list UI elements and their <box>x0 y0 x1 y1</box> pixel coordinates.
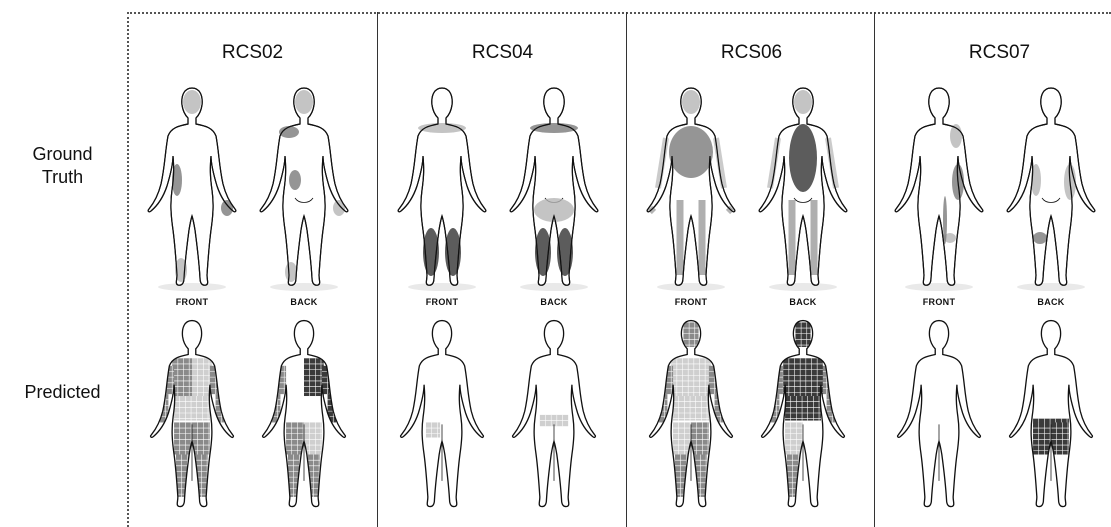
row-label-ground-truth-line2: Truth <box>0 166 125 189</box>
pred-RCS06-front-region-head <box>683 322 698 347</box>
pred-RCS02-front-region-left-thigh <box>192 422 210 454</box>
view-label-front: FRONT <box>387 297 497 307</box>
gt-RCS02-back-mark-lower-back <box>289 170 301 190</box>
gt-RCS02-back-shadow <box>270 283 338 291</box>
gt-RCS02-front-body <box>148 88 236 285</box>
pred-figure-back <box>499 313 609 513</box>
gt-RCS04-front-body <box>398 88 486 285</box>
gt-figure-back <box>748 80 858 292</box>
pred-RCS06-front-region-right-thigh <box>673 422 691 454</box>
pred-RCS06-back-region-head <box>795 322 810 347</box>
gt-RCS06-front-shadow <box>657 283 725 291</box>
panel-title: RCS02 <box>129 42 376 64</box>
panel-separator-1 <box>377 12 378 527</box>
panel-title: RCS04 <box>379 42 626 64</box>
view-label-back: BACK <box>499 297 609 307</box>
panel-title: RCS07 <box>876 42 1111 64</box>
gt-figure-front <box>387 80 497 292</box>
gt-RCS07-front-mark-left-thigh-line <box>943 196 947 244</box>
gt-figure-back <box>499 80 609 292</box>
pred-RCS06-front-region-abdomen <box>673 396 709 421</box>
view-label-front: FRONT <box>884 297 994 307</box>
row-label-ground-truth-line1: Ground <box>0 143 125 166</box>
gt-RCS07-back-shadow <box>1017 283 1085 291</box>
pred-RCS02-front-region-right-thigh <box>174 422 192 454</box>
pred-figure-back <box>748 313 858 513</box>
pred-RCS02-back-region-right-thigh <box>286 422 304 454</box>
pred-figure-back <box>249 313 359 513</box>
gt-RCS02-front-shadow <box>158 283 226 291</box>
row-label-predicted: Predicted <box>0 381 125 404</box>
panel-title: RCS06 <box>628 42 875 64</box>
gt-RCS02-back-mark-right-calf <box>285 262 297 282</box>
pred-RCS07-back-region-right-thigh <box>1033 422 1051 454</box>
gt-RCS06-back-mark-head <box>794 90 812 114</box>
gt-RCS07-front-body <box>895 88 983 285</box>
view-label-back: BACK <box>748 297 858 307</box>
pred-figure-front <box>137 313 247 513</box>
gt-RCS02-back-body <box>260 88 348 285</box>
row-label-ground-truth: Ground Truth <box>0 143 125 189</box>
pred-RCS06-front-region-left-thigh <box>691 422 709 454</box>
pred-RCS02-back-region-left-thigh <box>304 422 322 454</box>
pred-figure-front <box>636 313 746 513</box>
gt-RCS02-back-mark-head <box>295 90 313 114</box>
gt-RCS06-front-mark-torso <box>669 126 713 178</box>
view-label-back: BACK <box>996 297 1106 307</box>
panel-separator-2 <box>626 12 627 527</box>
gt-RCS07-back-body <box>1007 88 1095 285</box>
gt-figure-back <box>249 80 359 292</box>
pred-figure-front <box>884 313 994 513</box>
view-label-back: BACK <box>249 297 359 307</box>
gt-figure-back <box>996 80 1106 292</box>
gt-RCS04-back-body <box>510 88 598 285</box>
pred-RCS06-back-region-right-thigh <box>785 422 803 454</box>
gt-RCS02-front-mark-left-hand <box>221 200 233 216</box>
panel-rcs02: RCS02FRONTBACK <box>129 12 376 527</box>
gt-RCS02-back-mark-left-hand <box>333 200 345 216</box>
gt-RCS06-back-shadow <box>769 283 837 291</box>
row-label-predicted-text: Predicted <box>0 381 125 404</box>
pred-RCS04-front-region-right-thigh-small <box>426 422 440 437</box>
gt-RCS06-back-mark-torso-dark <box>789 124 817 192</box>
view-label-front: FRONT <box>137 297 247 307</box>
gt-RCS04-back-mark-buttocks-outline <box>534 198 574 222</box>
gt-figure-front <box>884 80 994 292</box>
gt-RCS04-back-shadow <box>520 283 588 291</box>
pred-figure-front <box>387 313 497 513</box>
pred-figure-back <box>996 313 1106 513</box>
pred-RCS06-back-region-abdomen <box>785 396 821 421</box>
gt-figure-front <box>636 80 746 292</box>
gt-RCS06-front-mark-head <box>682 90 700 114</box>
view-label-front: FRONT <box>636 297 746 307</box>
gt-RCS07-back-mark-right-knee <box>1033 232 1047 244</box>
gt-RCS02-front-mark-head <box>183 90 201 114</box>
gt-RCS04-front-shadow <box>408 283 476 291</box>
gt-RCS07-front-shadow <box>905 283 973 291</box>
gt-figure-front <box>137 80 247 292</box>
pred-RCS07-back-region-left-thigh <box>1051 422 1069 454</box>
